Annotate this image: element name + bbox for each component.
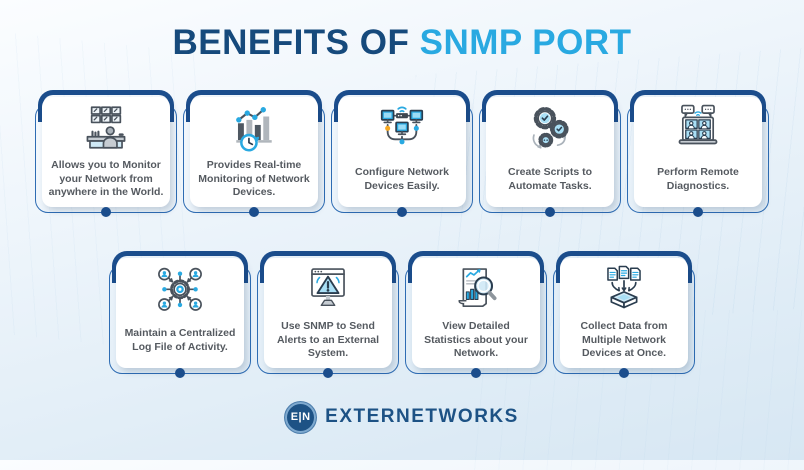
- page-title: BENEFITS OF SNMP PORT: [0, 0, 804, 63]
- card-label: Perform Remote Diagnostics.: [657, 165, 739, 192]
- card-bottom-dot: [471, 368, 481, 378]
- automation-gears-icon: [523, 97, 577, 159]
- card-label: Provides Real-time Monitoring of Network…: [198, 159, 310, 199]
- card-panel: Perform Remote Diagnostics.: [634, 96, 762, 207]
- card-panel: Maintain a Centralized Log File of Activ…: [116, 257, 244, 368]
- card-bottom-dot: [397, 207, 407, 217]
- card-top-bracket: [186, 89, 322, 122]
- cards-row-2: Maintain a Centralized Log File of Activ…: [0, 250, 804, 380]
- benefit-card-configure-devices: Configure Network Devices Easily.: [331, 89, 473, 219]
- card-bottom-dot: [619, 368, 629, 378]
- alert-monitor-icon: [301, 258, 355, 320]
- card-label: Maintain a Centralized Log File of Activ…: [124, 326, 236, 353]
- card-label: View Detailed Statistics about your Netw…: [424, 320, 528, 360]
- externetworks-logo-icon: E|N: [285, 401, 317, 433]
- title-prefix: BENEFITS OF: [172, 23, 410, 62]
- card-bottom-dot: [249, 207, 259, 217]
- collect-data-icon: [597, 258, 651, 320]
- card-panel: Configure Network Devices Easily.: [338, 96, 466, 207]
- card-top-bracket: [556, 250, 692, 283]
- statistics-magnifier-icon: [449, 258, 503, 320]
- card-bottom-dot: [175, 368, 185, 378]
- card-panel: Allows you to Monitor your Network from …: [42, 96, 170, 207]
- monitoring-desk-icon: [79, 97, 133, 159]
- title-highlight: SNMP PORT: [419, 23, 632, 62]
- benefit-card-send-alerts: Use SNMP to Send Alerts to an External S…: [257, 250, 399, 380]
- realtime-chart-icon: [227, 97, 281, 159]
- card-bottom-dot: [693, 207, 703, 217]
- benefit-card-view-statistics: View Detailed Statistics about your Netw…: [405, 250, 547, 380]
- benefit-card-remote-diagnostics: Perform Remote Diagnostics.: [627, 89, 769, 219]
- card-label: Use SNMP to Send Alerts to an External S…: [276, 320, 380, 360]
- card-top-bracket: [112, 250, 248, 283]
- card-panel: Create Scripts to Automate Tasks.: [486, 96, 614, 207]
- benefit-card-monitor-anywhere: Allows you to Monitor your Network from …: [35, 89, 177, 219]
- remote-diagnostics-icon: [671, 97, 725, 159]
- card-top-bracket: [38, 89, 174, 122]
- network-devices-icon: [375, 97, 429, 159]
- card-panel: Collect Data from Multiple Network Devic…: [560, 257, 688, 368]
- card-label: Collect Data from Multiple Network Devic…: [580, 320, 668, 360]
- cards-row-1: Allows you to Monitor your Network from …: [0, 89, 804, 219]
- card-label: Configure Network Devices Easily.: [355, 165, 449, 192]
- card-panel: View Detailed Statistics about your Netw…: [412, 257, 540, 368]
- card-bottom-dot: [545, 207, 555, 217]
- centralized-log-icon: [153, 258, 207, 320]
- card-label: Allows you to Monitor your Network from …: [48, 159, 164, 199]
- card-bottom-dot: [323, 368, 333, 378]
- card-panel: Provides Real-time Monitoring of Network…: [190, 96, 318, 207]
- card-top-bracket: [482, 89, 618, 122]
- benefit-card-centralized-log: Maintain a Centralized Log File of Activ…: [109, 250, 251, 380]
- card-panel: Use SNMP to Send Alerts to an External S…: [264, 257, 392, 368]
- card-top-bracket: [334, 89, 470, 122]
- card-label: Create Scripts to Automate Tasks.: [507, 165, 593, 192]
- footer-logo: E|N EXTERNETWORKS: [0, 401, 804, 433]
- brand-name: EXTERNETWORKS: [325, 406, 519, 427]
- benefit-card-collect-data: Collect Data from Multiple Network Devic…: [553, 250, 695, 380]
- card-top-bracket: [260, 250, 396, 283]
- benefit-card-automate-tasks: Create Scripts to Automate Tasks.: [479, 89, 621, 219]
- card-bottom-dot: [101, 207, 111, 217]
- benefit-card-realtime-monitoring: Provides Real-time Monitoring of Network…: [183, 89, 325, 219]
- card-top-bracket: [630, 89, 766, 122]
- card-top-bracket: [408, 250, 544, 283]
